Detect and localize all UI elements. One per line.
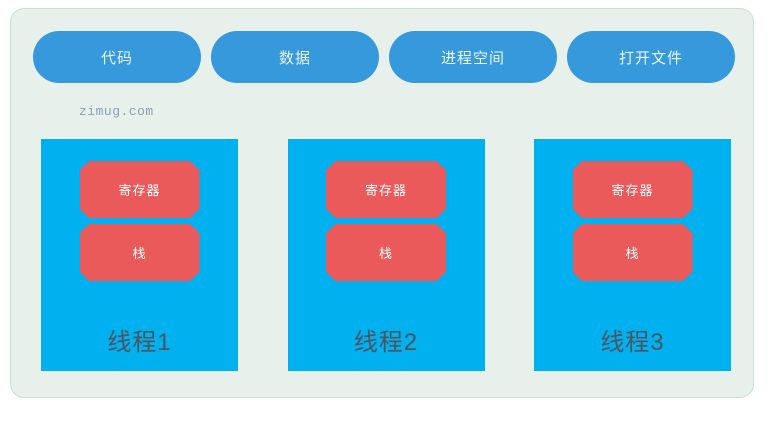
segment-button-data[interactable]: 数据 <box>211 31 379 83</box>
segment-button-process-space-label: 进程空间 <box>440 49 505 67</box>
thread-box-1: 寄存器 栈 线程1 <box>41 139 238 371</box>
segment-button-row: 代码 数据 进程空间 打开文件 <box>33 31 735 83</box>
segment-button-open-files-label: 打开文件 <box>618 49 683 67</box>
thread-1-stack-slot: 栈 <box>79 224 200 281</box>
thread-2-register-slot: 寄存器 <box>326 161 446 218</box>
thread-1-register-slot: 寄存器 <box>79 161 200 218</box>
thread-box-3: 寄存器 栈 线程3 <box>534 139 731 371</box>
thread-1-register-label: 寄存器 <box>118 183 161 198</box>
thread-2-register-label: 寄存器 <box>364 183 407 198</box>
thread-2-stack-slot: 栈 <box>326 224 446 281</box>
thread-2-label: 线程2 <box>353 329 419 356</box>
segment-button-code-label: 代码 <box>100 49 133 67</box>
thread-2-stack-label: 栈 <box>378 246 393 261</box>
thread-1-slot-stack: 寄存器 栈 <box>41 139 238 281</box>
segment-button-process-space[interactable]: 进程空间 <box>389 31 557 83</box>
thread-3-slot-stack: 寄存器 栈 <box>534 139 731 281</box>
thread-3-label: 线程3 <box>600 329 665 356</box>
thread-box-2: 寄存器 栈 线程2 <box>287 139 485 371</box>
segment-button-code[interactable]: 代码 <box>33 31 201 83</box>
thread-3-register-label: 寄存器 <box>611 183 654 198</box>
segment-button-data-label: 数据 <box>278 49 311 67</box>
watermark-text: zimug.com <box>79 104 154 119</box>
thread-column-row: 寄存器 栈 线程1 寄存器 栈 线程2 寄存器 <box>41 139 731 371</box>
thread-3-stack-label: 栈 <box>625 246 640 261</box>
thread-3-stack-slot: 栈 <box>572 224 693 281</box>
thread-3-register-slot: 寄存器 <box>572 161 693 218</box>
thread-1-stack-label: 栈 <box>132 246 147 261</box>
segment-button-open-files[interactable]: 打开文件 <box>567 31 735 83</box>
thread-1-label: 线程1 <box>107 329 172 356</box>
thread-2-slot-stack: 寄存器 栈 <box>288 139 485 281</box>
process-memory-panel: 代码 数据 进程空间 打开文件 zimug.com 寄存器 栈 线程1 <box>10 8 754 398</box>
